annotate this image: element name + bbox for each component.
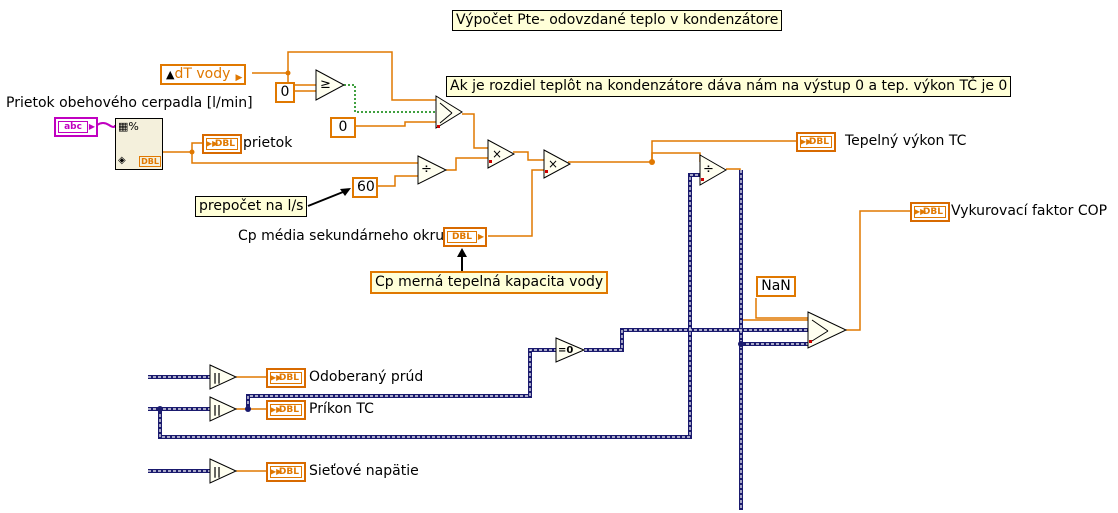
divide-node-2	[699, 154, 728, 186]
cp-control-label: Cp média sekundárneho okruhu	[238, 228, 462, 244]
dbl-type-tag: DBL	[270, 404, 302, 416]
unbundle-node-napatie	[209, 458, 238, 484]
terminal-arrow-icon: ▶▶	[270, 467, 283, 476]
dbl-type-tag: DBL	[270, 466, 302, 478]
wire-mult1-to-mult2	[513, 151, 544, 161]
wire-zero-to-select	[354, 121, 436, 127]
wire-cp-to-mult2	[488, 169, 544, 237]
string-to-number-node: ▦% ◈ DBL	[115, 118, 163, 170]
prikon-indicator[interactable]: ▶▶ DBL	[266, 400, 306, 420]
odoberany-prud-label: Odoberaný prúd	[309, 369, 424, 385]
multiply-node-2	[543, 149, 572, 179]
condition-comment: Ak je rozdiel teplôt na kondenzátore dáv…	[446, 76, 1012, 97]
junction-dot	[285, 70, 291, 76]
abc-type-tag: abc	[58, 121, 88, 133]
wire-flow-to-prietok	[162, 142, 202, 153]
odoberany-prud-indicator[interactable]: ▶▶ DBL	[266, 368, 306, 388]
convert-dot-icon: ◈	[118, 155, 126, 166]
cp-dbl-control[interactable]: DBL ▶	[443, 227, 487, 247]
unbundle-node-prikon	[209, 396, 238, 422]
junction-dot	[738, 341, 744, 347]
junction-dot	[157, 406, 163, 412]
dbl-type-tag: DBL	[447, 231, 477, 243]
select-node-1	[435, 95, 463, 129]
napatie-label: Sieťové napätie	[309, 463, 419, 479]
arrow-prepocet	[307, 189, 349, 207]
multiply-node-1	[487, 139, 516, 169]
dbl-type-tag: DBL	[914, 206, 946, 218]
wire-div-to-mult1	[446, 157, 488, 171]
wire-string	[96, 122, 116, 128]
wire-to-div2	[651, 152, 701, 162]
unbundle-glyph: ||	[213, 403, 222, 416]
greater-equal-glyph: ≥	[320, 77, 331, 92]
prietok-control-label: Prietok obehového cerpadla [l/min]	[6, 95, 253, 111]
prietok-indicator[interactable]: ▶▶ DBL	[202, 134, 242, 154]
terminal-arrow-icon: ▶▶	[206, 139, 219, 148]
wire-to-tepelny	[651, 140, 796, 162]
terminal-arrow-icon: ▶▶	[800, 137, 813, 146]
dbl-type-tag: DBL	[139, 156, 161, 167]
equals-zero-glyph: =0	[558, 345, 574, 356]
title-comment: Výpočet Pte- odovzdané teplo v kondenzát…	[452, 10, 783, 31]
junction-dot	[189, 149, 195, 155]
wire-ge-to-select	[344, 84, 436, 113]
terminal-arrow-icon: ▶▶	[914, 207, 927, 216]
wire-nan-to-select	[755, 298, 808, 319]
terminal-arrow-icon: ▶▶	[270, 405, 283, 414]
divide-node-1	[417, 155, 448, 185]
cop-label: Vykurovací faktor COP	[951, 203, 1108, 219]
wire-cluster-eq0-out	[584, 328, 808, 352]
constant-zero-a[interactable]: 0	[275, 82, 295, 103]
cp-note: Cp merná tepelná kapacita vody	[370, 271, 609, 294]
divide-glyph: ÷	[421, 162, 432, 177]
unbundle-node-prud	[209, 364, 238, 390]
dbl-type-tag: DBL	[270, 372, 302, 384]
wire-select-to-mult1	[462, 113, 488, 149]
constant-sixty[interactable]: 60	[352, 177, 378, 198]
convert-icon: ▦%	[118, 120, 139, 133]
dbl-type-tag: DBL	[206, 138, 238, 150]
home-icon: ▲	[166, 68, 175, 81]
terminal-arrow-icon: ▶	[88, 122, 95, 131]
constant-zero-b[interactable]: 0	[330, 117, 356, 138]
select-node-2	[807, 311, 848, 349]
napatie-indicator[interactable]: ▶▶ DBL	[266, 462, 306, 482]
prietok-indicator-label: prietok	[243, 135, 293, 151]
terminal-arrow-icon: ▶	[235, 73, 243, 83]
equals-zero-node	[555, 337, 586, 363]
terminal-arrow-icon: ▶▶	[270, 373, 283, 382]
tepelny-vykon-indicator[interactable]: ▶▶ DBL	[796, 132, 836, 152]
constant-nan[interactable]: NaN	[756, 276, 796, 297]
multiply-glyph: ×	[492, 147, 503, 161]
unbundle-glyph: ||	[213, 465, 222, 478]
wire-dt-to-ge	[252, 72, 316, 86]
wire-select-to-cop	[846, 210, 910, 331]
prikon-label: Príkon TC	[309, 401, 374, 417]
terminal-arrow-icon: ▶	[477, 232, 484, 241]
junction-dot	[649, 159, 655, 165]
prietok-string-control[interactable]: abc ▶	[54, 117, 98, 137]
wire-dt-to-select	[287, 51, 436, 101]
wire-sixty-to-div	[376, 175, 418, 187]
dbl-type-tag: DBL	[800, 136, 832, 148]
wire-div2-to-cop	[726, 168, 808, 321]
junction-dot	[245, 406, 251, 412]
dt-vody-control[interactable]: ▲dT vody ▶	[160, 64, 247, 85]
dt-vody-label: dT vody	[174, 66, 231, 82]
unbundle-glyph: ||	[213, 371, 222, 384]
wire-flow-to-div	[191, 152, 418, 164]
divide-glyph: ÷	[703, 162, 714, 177]
greater-equal-node	[315, 69, 346, 101]
prepocet-note: prepočet na l/s	[195, 196, 308, 217]
multiply-glyph: ×	[548, 157, 559, 171]
tepelny-vykon-label: Tepelný výkon TC	[845, 133, 967, 149]
cop-indicator[interactable]: ▶▶ DBL	[910, 202, 950, 222]
